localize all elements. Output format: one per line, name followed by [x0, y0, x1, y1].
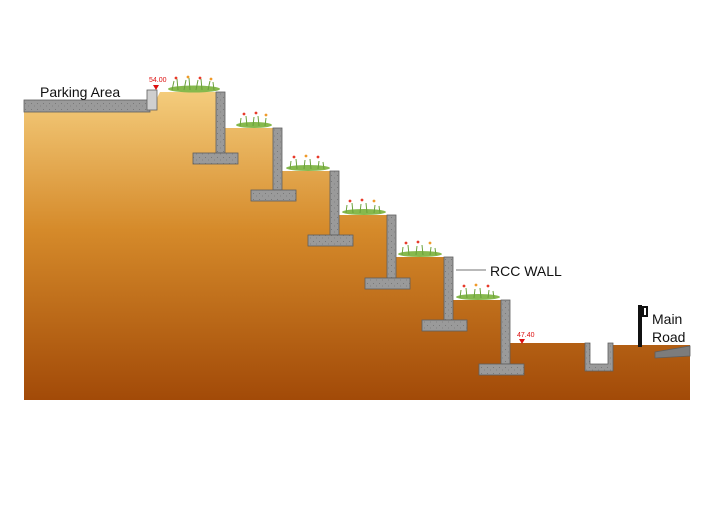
shrub-icon [236, 111, 272, 128]
main-road-label-line2: Road [652, 329, 685, 345]
rcc-walls [192, 91, 525, 376]
rcc-wall-6 [478, 299, 525, 376]
parking-area-road [23, 89, 158, 113]
drain-channel [584, 342, 614, 372]
level-bottom-label: 47.40 [517, 332, 535, 339]
road-sign-icon [638, 305, 648, 347]
rcc-wall-label: RCC WALL [490, 263, 562, 279]
soil-mass [24, 92, 690, 400]
rcc-wall-2 [250, 127, 297, 202]
planters [168, 75, 500, 300]
shrub-icon [342, 198, 386, 215]
triangle-down-icon [153, 85, 159, 90]
level-top-label: 54.00 [149, 77, 167, 84]
rcc-wall-4 [364, 214, 411, 290]
rcc-wall-3 [307, 170, 354, 247]
triangle-down-icon [519, 339, 525, 344]
shrub-icon [398, 240, 442, 257]
shrub-icon [168, 75, 220, 93]
level-marker-top: 54.00 [149, 77, 167, 90]
main-road-label-line1: Main [652, 311, 682, 327]
main-road [654, 345, 691, 359]
shrub-icon [456, 283, 500, 300]
rcc-wall-1 [192, 91, 239, 165]
level-marker-bottom: 47.40 [517, 332, 535, 344]
parking-area-label: Parking Area [40, 84, 120, 100]
shrub-icon [286, 154, 330, 171]
rcc-wall-5 [421, 256, 468, 332]
